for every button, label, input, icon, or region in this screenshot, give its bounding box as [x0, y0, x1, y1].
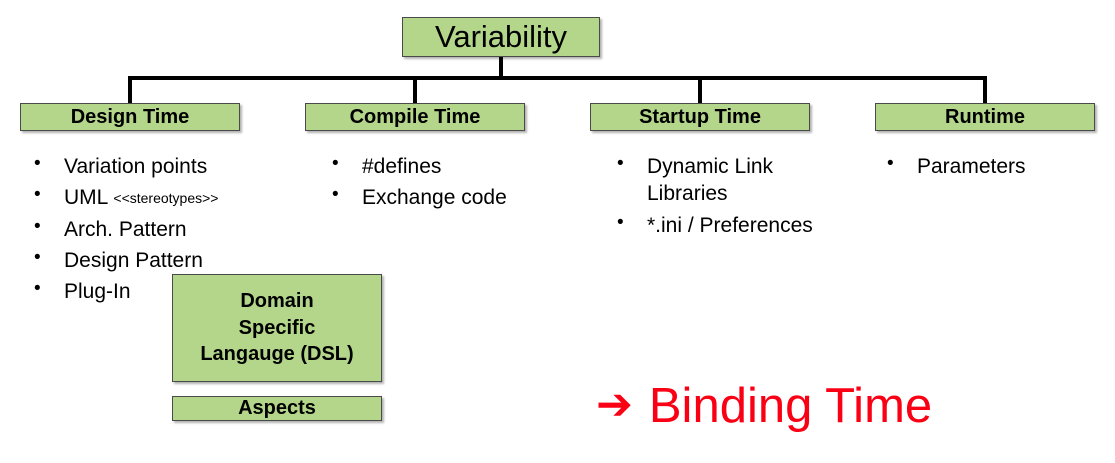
list-item-text: Parameters [917, 155, 1026, 178]
list-item-text: Dynamic Link Libraries [647, 155, 774, 206]
list-item-text: Design Pattern [64, 248, 203, 272]
node-dsl-line3: Langauge (DSL) [200, 343, 354, 366]
list-item: Arch. Pattern [20, 215, 300, 243]
list-item-text: UML [64, 186, 114, 210]
node-aspects-label: Aspects [238, 397, 316, 420]
list-item: Plug-In [20, 277, 300, 305]
node-dsl-line2: Specific [238, 316, 316, 339]
bullet-list-startup-time: Dynamic Link Libraries *.ini / Preferenc… [603, 152, 853, 243]
list-item-text: Variation points [64, 155, 208, 178]
connector-drop-design-time [128, 76, 132, 104]
node-compile-time-label: Compile Time [349, 105, 481, 128]
list-item: *.ini / Preferences [603, 211, 853, 239]
node-dsl-line1: Domain [240, 290, 314, 313]
node-variability-label: Variability [434, 19, 568, 54]
list-item: Variation points [20, 152, 300, 180]
list-item-text: Exchange code [362, 186, 507, 210]
list-item: Design Pattern [20, 246, 300, 274]
list-item: Exchange code [318, 183, 578, 211]
right-arrow-icon: ➔ [596, 379, 633, 429]
binding-time-callout: ➔ Binding Time [596, 382, 932, 431]
list-item-text: Arch. Pattern [64, 217, 187, 241]
node-startup-time-label: Startup Time [639, 105, 761, 128]
connector-drop-compile-time [413, 76, 417, 104]
bullet-list-design-time: Variation points UML <<stereotypes>> Arc… [20, 152, 300, 309]
node-domain-specific-language: Domain Specific Langauge (DSL) [172, 274, 382, 382]
list-item: Parameters [873, 152, 1103, 180]
node-runtime: Runtime [875, 103, 1095, 131]
connector-drop-startup-time [698, 76, 702, 104]
list-item: Dynamic Link Libraries [603, 152, 853, 208]
node-design-time-label: Design Time [70, 105, 190, 128]
binding-time-label: Binding Time [648, 379, 933, 433]
node-aspects: Aspects [172, 396, 382, 421]
bullet-list-runtime: Parameters [873, 152, 1103, 184]
connector-horizontal-bus [130, 76, 985, 80]
node-design-time: Design Time [20, 103, 240, 131]
list-item-text: Plug-In [64, 280, 131, 304]
list-item-stereotype: <<stereotypes>> [113, 190, 219, 207]
connector-root-stem [499, 57, 503, 79]
list-item: UML <<stereotypes>> [20, 183, 300, 211]
node-compile-time: Compile Time [305, 103, 525, 131]
connector-drop-runtime [983, 76, 987, 104]
list-item-text: #defines [362, 155, 442, 178]
node-startup-time: Startup Time [590, 103, 810, 131]
node-runtime-label: Runtime [945, 105, 1025, 128]
bullet-list-compile-time: #defines Exchange code [318, 152, 578, 216]
list-item: #defines [318, 152, 578, 180]
node-variability: Variability [402, 17, 600, 57]
list-item-text: *.ini / Preferences [647, 213, 813, 237]
